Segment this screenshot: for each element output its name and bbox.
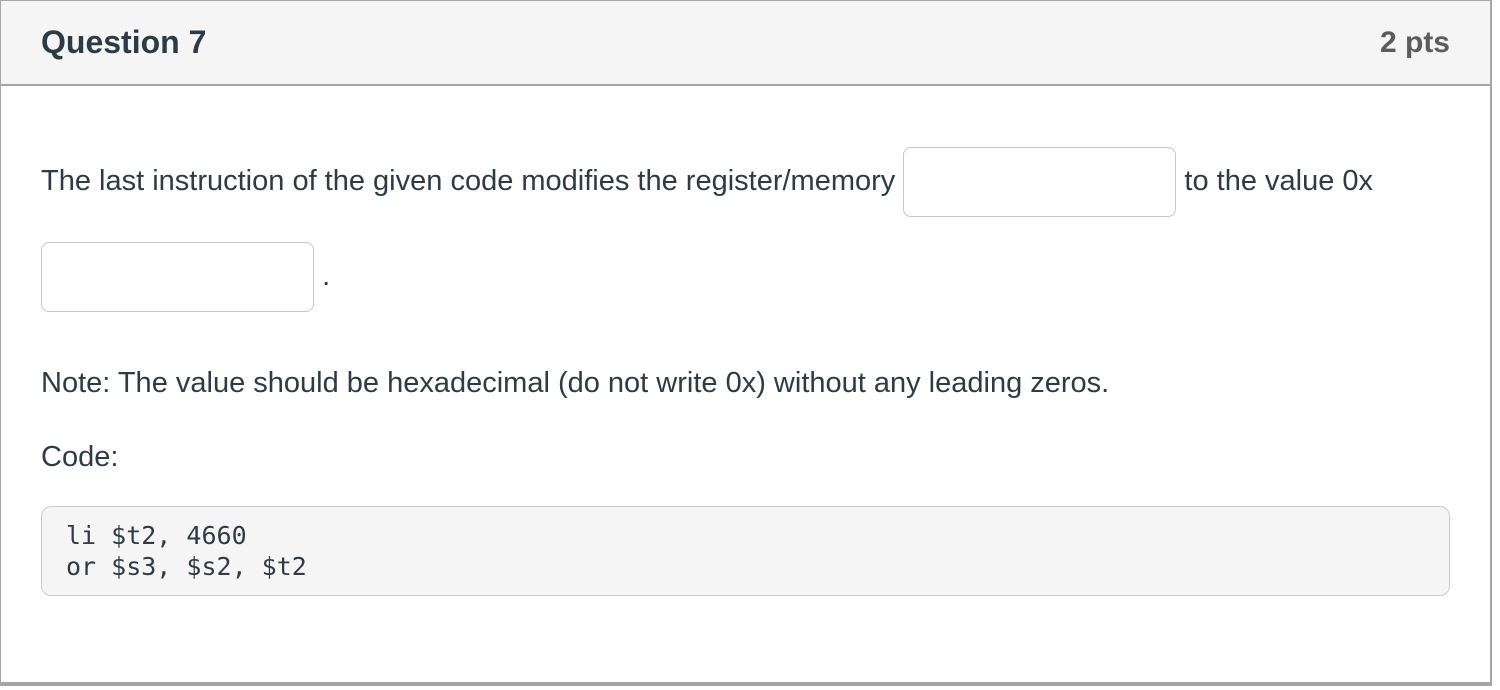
question-text-part3: .	[322, 260, 331, 292]
code-block: li $t2, 4660 or $s3, $s2, $t2	[41, 506, 1450, 596]
code-line-1: li $t2, 4660	[66, 521, 247, 550]
question-title: Question 7	[41, 24, 207, 60]
note-text: Note: The value should be hexadecimal (d…	[41, 367, 1110, 399]
code-label: Code:	[41, 441, 119, 473]
register-memory-input[interactable]	[903, 147, 1177, 218]
code-line-2: or $s3, $s2, $t2	[66, 552, 307, 581]
question-text: The last instruction of the given code m…	[41, 134, 1450, 324]
question-body: The last instruction of the given code m…	[1, 134, 1490, 636]
question-points: 2 pts	[1379, 25, 1450, 59]
question-text-part1: The last instruction of the given code m…	[41, 165, 896, 197]
question-text-part2: to the value 0x	[1184, 165, 1374, 197]
hex-value-input[interactable]	[41, 242, 314, 313]
question-header: Question 7 2 pts	[1, 1, 1490, 86]
